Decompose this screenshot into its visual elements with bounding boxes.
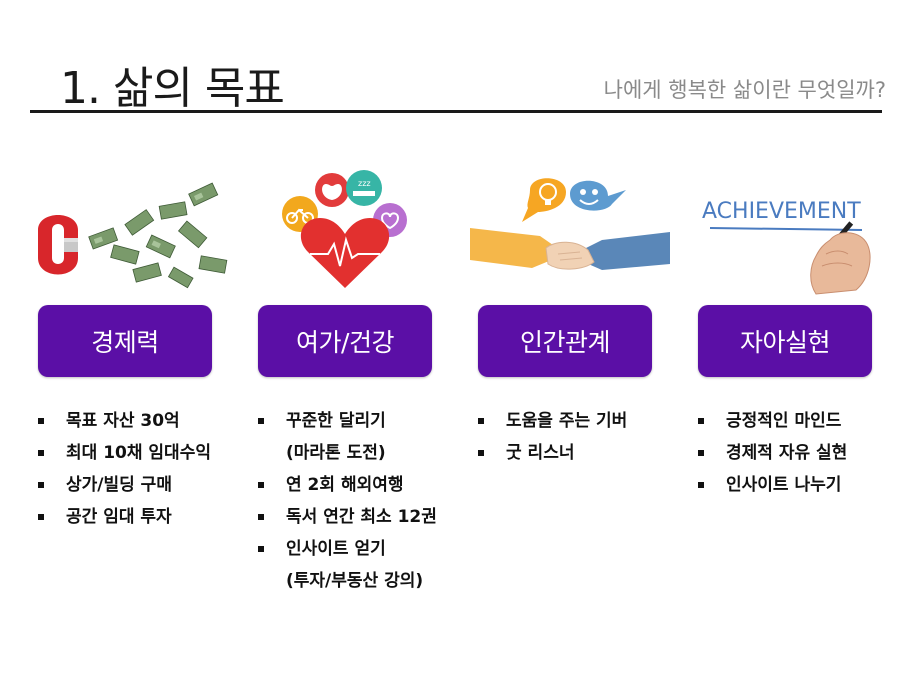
list-item: 인사이트 나누기 bbox=[698, 469, 847, 501]
economy-goal-list: 목표 자산 30억 최대 10채 임대수익 상가/빌딩 구매 공간 임대 투자 bbox=[38, 405, 211, 533]
relationships-goal-list: 도움을 주는 기버 굿 리스너 bbox=[478, 405, 627, 469]
svg-text:ACHIEVEMENT: ACHIEVEMENT bbox=[702, 199, 861, 224]
list-item: 인사이트 얻기(투자/부동산 강의) bbox=[258, 533, 437, 597]
list-item: 긍정적인 마인드 bbox=[698, 405, 847, 437]
magnet-attracting-money-icon bbox=[38, 182, 228, 289]
self-realization-goal-list: 긍정적인 마인드 경제적 자유 실현 인사이트 나누기 bbox=[698, 405, 847, 501]
list-item: 공간 임대 투자 bbox=[38, 501, 211, 533]
leisure-health-goal-list: 꾸준한 달리기(마라톤 도전) 연 2회 해외여행 독서 연간 최소 12권 인… bbox=[258, 405, 437, 597]
goal-column-self-realization: ACHIEVEMENT 자아실현 긍정적인 마인드 경제적 자유 실현 인사이트… bbox=[690, 0, 890, 684]
list-item: 도움을 주는 기버 bbox=[478, 405, 627, 437]
category-leisure-health: 여가/건강 bbox=[258, 305, 432, 377]
goal-column-relationships: 인간관계 도움을 주는 기버 굿 리스너 bbox=[470, 0, 670, 684]
category-self-realization: 자아실현 bbox=[698, 305, 872, 377]
list-item: 경제적 자유 실현 bbox=[698, 437, 847, 469]
health-heart-lifestyle-icon: zzz bbox=[282, 170, 407, 288]
list-item: 연 2회 해외여행 bbox=[258, 469, 437, 501]
achievement-hand-writing-icon: ACHIEVEMENT bbox=[702, 199, 871, 295]
category-economy: 경제력 bbox=[38, 305, 212, 377]
list-item: 독서 연간 최소 12권 bbox=[258, 501, 437, 533]
category-relationships: 인간관계 bbox=[478, 305, 652, 377]
page-title: 1. 삶의 목표 bbox=[60, 63, 285, 114]
goal-column-economy: 경제력 목표 자산 30억 최대 10채 임대수익 상가/빌딩 구매 공간 임대… bbox=[30, 0, 230, 684]
list-item: 상가/빌딩 구매 bbox=[38, 469, 211, 501]
list-item: 최대 10채 임대수익 bbox=[38, 437, 211, 469]
svg-text:zzz: zzz bbox=[358, 179, 371, 188]
page-subtitle: 나에게 행복한 삶이란 무엇일까? bbox=[603, 78, 886, 102]
handshake-idea-icon bbox=[470, 178, 670, 270]
list-item: 목표 자산 30억 bbox=[38, 405, 211, 437]
list-item: 꾸준한 달리기(마라톤 도전) bbox=[258, 405, 437, 469]
list-item: 굿 리스너 bbox=[478, 437, 627, 469]
goal-column-leisure-health: zzz 여가/건강 꾸준한 달리기(마라톤 도전) 연 2회 해외여행 독서 연… bbox=[250, 0, 450, 684]
title-divider bbox=[30, 110, 882, 113]
